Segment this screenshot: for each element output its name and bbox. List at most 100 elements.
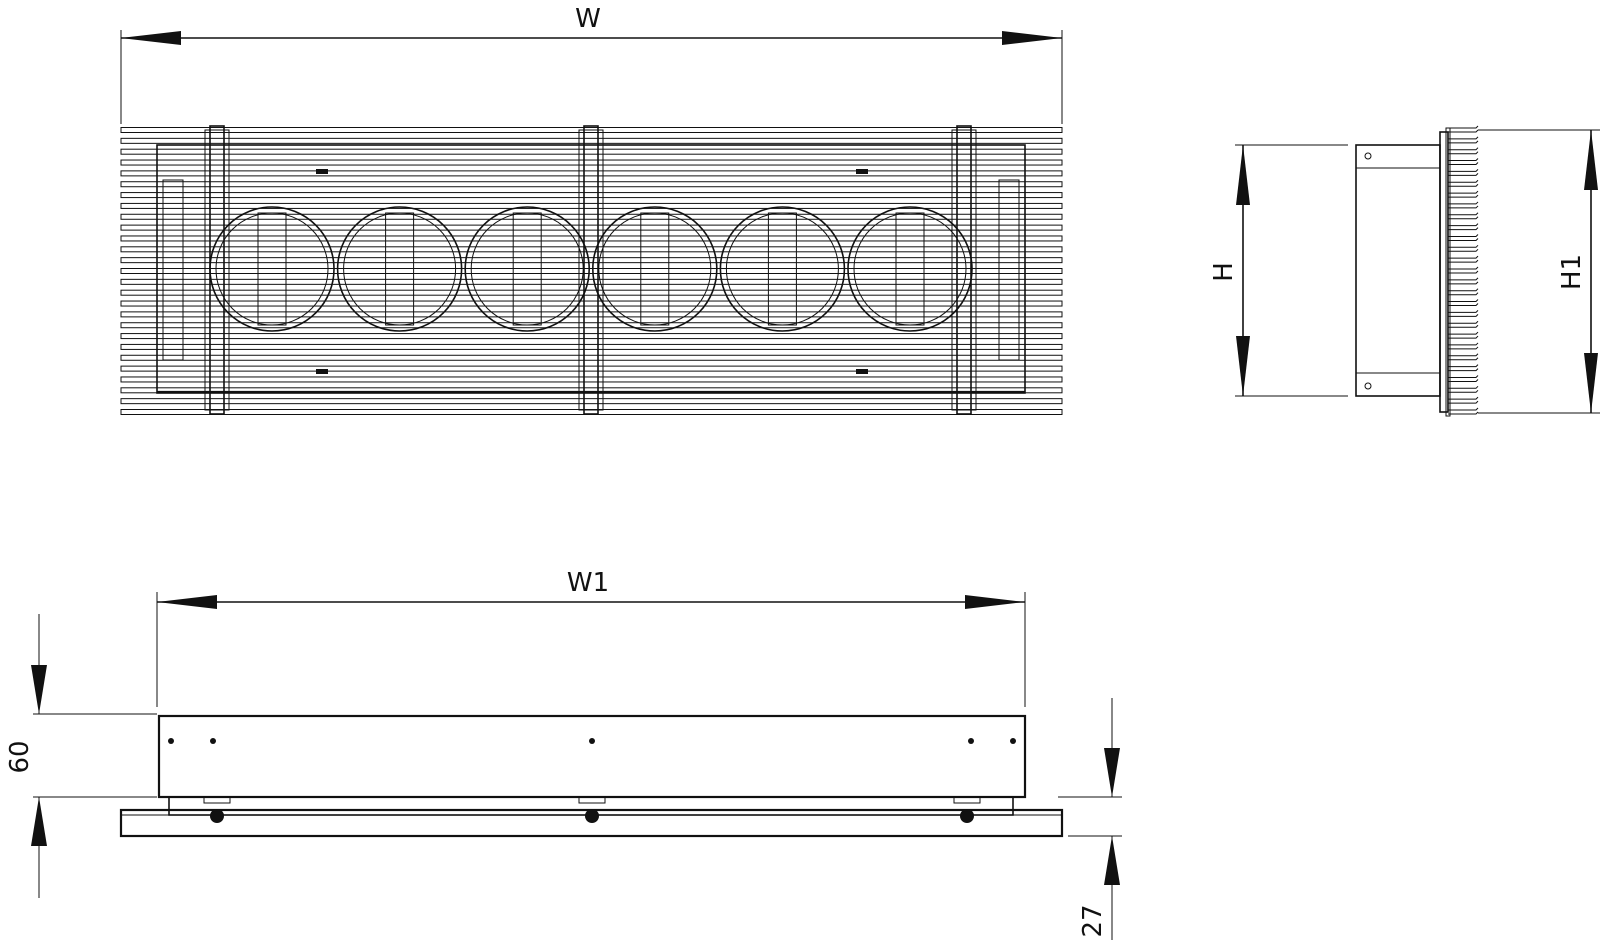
side-fin xyxy=(1448,342,1479,350)
side-fin xyxy=(1448,136,1479,144)
grille-bar xyxy=(120,376,1063,383)
clip xyxy=(856,369,868,374)
grille-bar xyxy=(120,159,1063,166)
grille-bar xyxy=(120,235,1063,242)
side-fin xyxy=(1448,331,1479,339)
side-fin xyxy=(1448,353,1479,361)
side-bracket-right xyxy=(998,179,1020,361)
side-fin xyxy=(1448,125,1479,133)
bolt-washer xyxy=(953,796,981,804)
side-fin xyxy=(1448,310,1479,317)
support-center xyxy=(583,125,599,415)
grille-bar xyxy=(120,127,1063,133)
d27-label: 27 xyxy=(1078,904,1108,937)
h1-label: H1 xyxy=(1557,254,1587,290)
front-view: W xyxy=(120,4,1063,415)
grille-bar xyxy=(120,257,1063,264)
mounting-hole xyxy=(210,738,216,744)
side-fin xyxy=(1448,212,1479,220)
mounting-hole xyxy=(968,738,974,744)
side-hole-bottom xyxy=(1364,382,1372,390)
grille-bar xyxy=(120,170,1063,177)
d27-arrow-top xyxy=(1104,748,1120,797)
grille-bar xyxy=(120,202,1063,209)
side-fin xyxy=(1448,244,1479,252)
support-left xyxy=(209,125,225,415)
grille-bar xyxy=(120,278,1063,285)
bolt-head xyxy=(960,809,974,823)
fixing-bolts xyxy=(203,796,981,823)
mounting-hole xyxy=(168,738,174,744)
top-body xyxy=(157,714,1027,799)
grille-bar xyxy=(120,398,1063,405)
side-fin xyxy=(1448,169,1479,176)
support-frame-left xyxy=(204,129,230,411)
side-fin xyxy=(1448,375,1479,382)
grille-bar xyxy=(120,246,1063,253)
support-right xyxy=(956,125,972,415)
grille-bar xyxy=(120,300,1063,307)
side-fin xyxy=(1448,364,1479,372)
w1-label: W1 xyxy=(567,568,609,598)
support-frame-right xyxy=(951,129,977,411)
support-frame-center xyxy=(578,129,604,411)
side-view: H H1 xyxy=(1209,125,1600,417)
side-fin xyxy=(1448,266,1479,274)
side-grille-frame xyxy=(1439,131,1449,413)
grille-bar xyxy=(120,268,1063,274)
mounting-hole xyxy=(589,738,595,744)
side-fin xyxy=(1448,234,1479,241)
d60-arrow-top xyxy=(31,665,47,714)
side-fin xyxy=(1448,299,1479,307)
d60-label: 60 xyxy=(5,740,35,773)
d60-arrow-bottom xyxy=(31,797,47,846)
grille-bar xyxy=(120,148,1063,155)
side-fin xyxy=(1448,255,1479,263)
top-view: W1 60 27 xyxy=(5,568,1122,940)
grille-bar xyxy=(120,365,1063,372)
side-fin xyxy=(1448,407,1479,415)
grille-bar xyxy=(120,354,1063,361)
side-fin xyxy=(1448,223,1479,231)
clip xyxy=(316,369,328,374)
grille-bar xyxy=(120,224,1063,231)
side-fins xyxy=(1448,125,1479,415)
h-label: H xyxy=(1209,262,1239,282)
clips xyxy=(316,169,868,374)
grille-bar xyxy=(120,311,1063,318)
clip xyxy=(856,169,868,174)
w-label: W xyxy=(575,4,601,34)
grille-bar xyxy=(120,137,1063,144)
clip xyxy=(316,169,328,174)
side-hole-top xyxy=(1364,152,1372,160)
side-bracket-left xyxy=(162,179,184,361)
side-fin xyxy=(1448,396,1479,404)
bolt-washer xyxy=(203,796,231,804)
side-fin xyxy=(1448,147,1479,155)
grille-bar xyxy=(120,322,1063,329)
grille-bar xyxy=(120,289,1063,296)
side-fin xyxy=(1448,288,1479,296)
grille-bar xyxy=(120,343,1063,350)
side-fin xyxy=(1448,320,1479,328)
mounting-hole xyxy=(1010,738,1016,744)
bolt-washer xyxy=(578,796,606,804)
bolt-head xyxy=(585,809,599,823)
d27-arrow-bottom xyxy=(1104,836,1120,885)
grille xyxy=(120,127,1063,415)
vertical-supports xyxy=(204,125,977,415)
grille-bar xyxy=(120,213,1063,220)
side-fin xyxy=(1448,201,1479,209)
grille-bar xyxy=(120,192,1063,199)
grille-bar xyxy=(120,181,1063,188)
grille-bar xyxy=(120,387,1063,394)
side-fin xyxy=(1448,385,1479,393)
side-fin xyxy=(1448,158,1479,166)
side-fin xyxy=(1448,277,1479,285)
side-fin xyxy=(1448,179,1479,187)
grille-bar xyxy=(120,333,1063,340)
bolt-head xyxy=(210,809,224,823)
mounting-holes xyxy=(168,738,1016,744)
side-fin xyxy=(1448,190,1479,198)
